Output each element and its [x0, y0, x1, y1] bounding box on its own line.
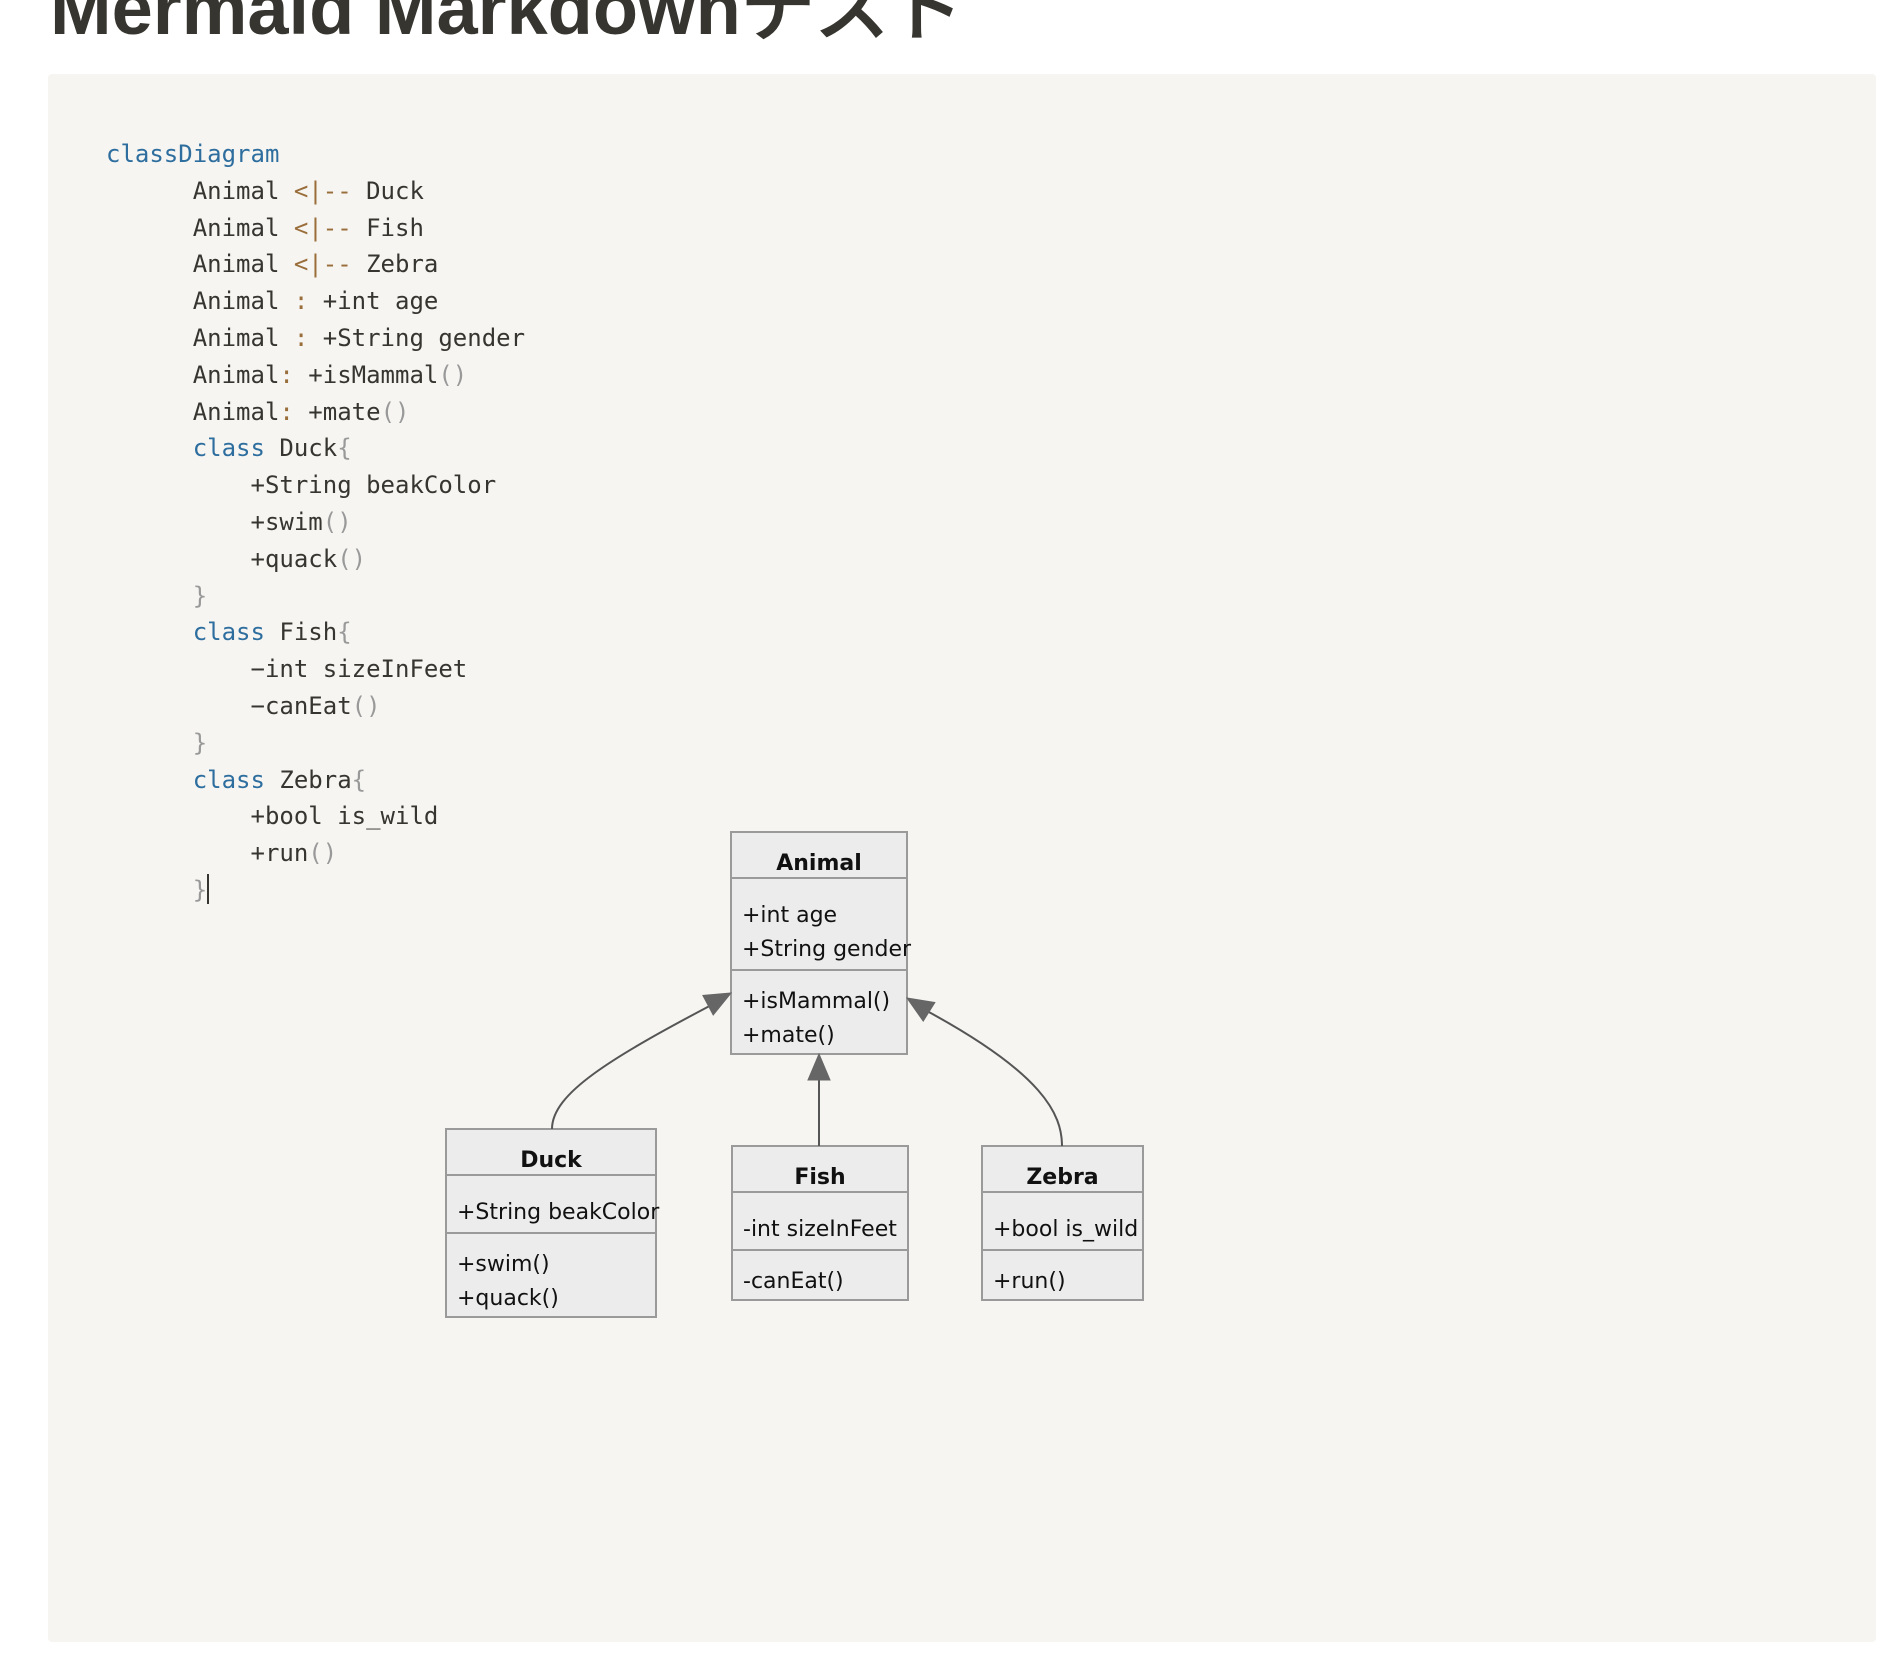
class-name: Animal — [776, 851, 862, 876]
code-token: class — [192, 434, 265, 463]
code-token: +String beakColor — [250, 471, 497, 500]
class-method: +mate() — [742, 1023, 835, 1048]
code-token: Duck — [351, 176, 424, 205]
code-token: <|-- — [293, 213, 352, 242]
code-line: Animal <|-- Duck — [106, 173, 1006, 210]
page-title: Mermaid Markdownテスト — [50, 0, 963, 50]
code-token: −int sizeInFeet — [250, 655, 468, 684]
inheritance-arrowhead — [702, 992, 733, 1016]
code-token: −canEat — [250, 691, 352, 720]
code-token: () — [438, 360, 468, 389]
class-box-fish — [731, 1145, 909, 1301]
code-content: classDiagram Animal <|-- Duck Animal <|-… — [106, 136, 1006, 909]
code-token: Animal — [192, 397, 280, 426]
code-block: classDiagram Animal <|-- Duck Animal <|-… — [48, 74, 1876, 1642]
class-name: Zebra — [1026, 1165, 1098, 1190]
inheritance-edge — [926, 1010, 1063, 1147]
code-token: +bool is_wild — [250, 802, 439, 831]
code-token: +isMammal — [293, 360, 439, 389]
code-token: : — [279, 360, 294, 389]
class-attribute: +bool is_wild — [993, 1217, 1138, 1242]
code-token: Fish — [351, 213, 424, 242]
class-attribute: +String beakColor — [457, 1200, 660, 1225]
code-line: Animal: +mate() — [106, 394, 1006, 431]
class-attribute: +String gender — [742, 937, 912, 962]
code-token: () — [380, 397, 410, 426]
class-attribute: -int sizeInFeet — [743, 1217, 897, 1242]
code-token: Zebra — [264, 765, 352, 794]
code-token: +run — [250, 839, 309, 868]
class-method: +quack() — [457, 1286, 559, 1311]
code-line: class Duck{ — [106, 430, 1006, 467]
code-token: } — [192, 581, 208, 610]
code-token: class — [192, 618, 265, 647]
code-token: Animal — [192, 287, 294, 316]
code-line: classDiagram — [106, 136, 1006, 173]
class-attribute: +int age — [742, 903, 837, 928]
code-token: +mate — [293, 397, 381, 426]
code-token: : — [293, 323, 309, 352]
code-line: +swim() — [106, 504, 1006, 541]
code-line: +bool is_wild — [106, 798, 1006, 835]
code-token: Animal — [192, 360, 280, 389]
code-token: () — [351, 691, 381, 720]
code-token: Zebra — [351, 250, 439, 279]
code-line: +quack() — [106, 541, 1006, 578]
code-token: Animal — [192, 213, 294, 242]
code-line: −canEat() — [106, 688, 1006, 725]
code-token: } — [192, 875, 208, 904]
code-token: classDiagram — [106, 140, 280, 168]
code-token: : — [293, 287, 309, 316]
class-name: Fish — [794, 1165, 845, 1190]
code-token: Fish — [264, 618, 338, 647]
code-token: { — [337, 618, 352, 647]
class-name: Duck — [520, 1148, 583, 1173]
code-token: } — [192, 728, 208, 757]
class-method: -canEat() — [743, 1269, 844, 1294]
code-token: Duck — [264, 434, 338, 463]
code-token: { — [351, 765, 367, 794]
code-line: +String beakColor — [106, 467, 1006, 504]
code-line: class Fish{ — [106, 614, 1006, 651]
code-token: class — [192, 765, 265, 794]
class-method: +isMammal() — [742, 989, 890, 1014]
code-line: } — [106, 872, 1006, 909]
code-line: Animal <|-- Zebra — [106, 246, 1006, 283]
class-method: +swim() — [457, 1252, 550, 1277]
inheritance-arrowhead — [807, 1052, 831, 1081]
code-token: <|-- — [293, 176, 352, 205]
class-box-zebra — [981, 1145, 1144, 1301]
inheritance-arrowhead — [905, 997, 936, 1023]
code-token: Animal — [192, 250, 294, 279]
code-token: () — [337, 544, 367, 573]
class-method: +run() — [993, 1269, 1066, 1294]
code-token: <|-- — [293, 250, 352, 279]
code-token: { — [337, 434, 352, 463]
code-token: +swim — [250, 507, 323, 536]
code-token: Animal — [192, 323, 294, 352]
code-line: Animal : +String gender — [106, 320, 1006, 357]
code-line: Animal: +isMammal() — [106, 357, 1006, 394]
code-line: −int sizeInFeet — [106, 651, 1006, 688]
code-line: class Zebra{ — [106, 762, 1006, 799]
code-token: +quack — [250, 544, 338, 573]
code-token: () — [322, 507, 352, 536]
code-token: +String gender — [308, 323, 526, 352]
code-token: () — [308, 839, 338, 868]
code-line: +run() — [106, 835, 1006, 872]
class-diagram: Animal +int age +String gender +isMammal() +… — [445, 831, 1144, 1318]
code-line: } — [106, 725, 1006, 762]
code-line: Animal <|-- Fish — [106, 210, 1006, 247]
code-token: +int age — [308, 287, 439, 316]
code-editor[interactable]: classDiagram Animal <|-- Duck Animal <|-… — [106, 136, 1006, 996]
code-line: } — [106, 578, 1006, 615]
code-token: Animal — [192, 176, 294, 205]
class-box-duck — [445, 1128, 657, 1318]
code-line: Animal : +int age — [106, 283, 1006, 320]
inheritance-edge — [551, 999, 722, 1130]
code-token: : — [279, 397, 294, 426]
text-caret — [207, 873, 210, 904]
